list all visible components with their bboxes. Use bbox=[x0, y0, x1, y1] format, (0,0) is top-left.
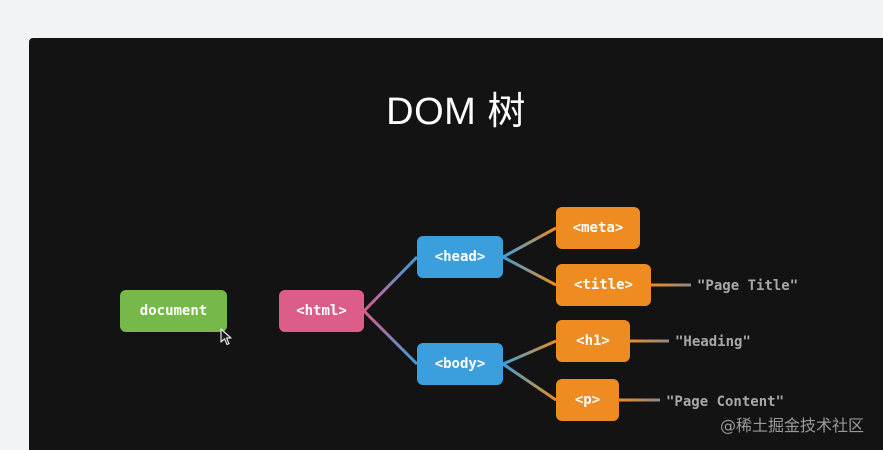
edge-body-h1 bbox=[502, 339, 557, 366]
tree-edges bbox=[227, 226, 691, 402]
edge-head-meta bbox=[502, 226, 557, 259]
node-body: <body> bbox=[417, 343, 503, 385]
node-document: document bbox=[120, 290, 227, 332]
text-node-page-content: "Page Content" bbox=[666, 394, 785, 410]
edge-html-body bbox=[362, 309, 419, 366]
slide-frame: DOM 树 bbox=[29, 38, 883, 450]
mouse-pointer-icon bbox=[220, 328, 232, 346]
node-h1: <h1> bbox=[556, 320, 630, 362]
text-node-heading: "Heading" bbox=[675, 334, 751, 350]
node-html: <html> bbox=[279, 290, 364, 332]
edge-head-title bbox=[502, 255, 557, 287]
node-title: <title> bbox=[556, 264, 651, 306]
watermark: @稀土掘金技术社区 bbox=[719, 416, 864, 435]
node-head: <head> bbox=[417, 236, 503, 278]
node-meta: <meta> bbox=[556, 207, 640, 249]
edge-html-head bbox=[362, 255, 419, 313]
node-p: <p> bbox=[556, 379, 619, 421]
text-node-page-title: "Page Title" bbox=[697, 278, 799, 294]
edge-body-p bbox=[502, 362, 557, 402]
slide-title: DOM 树 bbox=[386, 91, 526, 133]
